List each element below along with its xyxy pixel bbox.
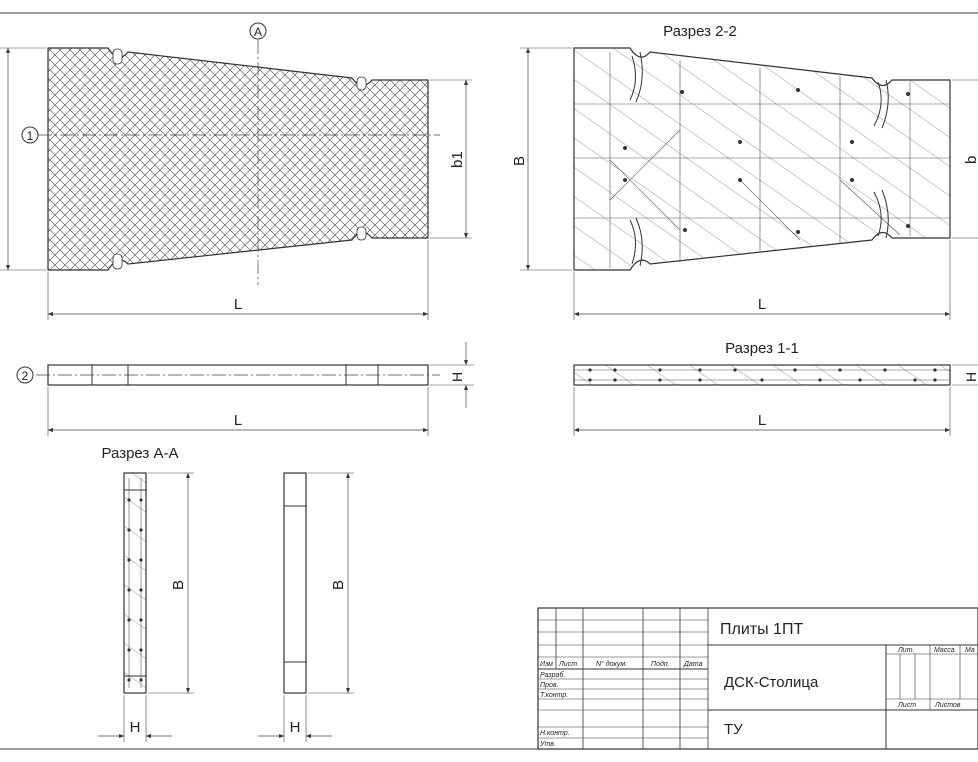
plan-slab [47, 47, 429, 271]
row-razrab: Разраб. [540, 671, 565, 679]
section-1-1-dim-height: H [963, 372, 978, 382]
section-1-1: Разрез 1-1 H L [573, 340, 978, 436]
header-col-docnum: N° докум. [596, 660, 627, 668]
section-a-a: Разрез А-А B H [98, 445, 194, 742]
section-1-1-title: Разрез 1-1 [725, 340, 799, 357]
section-2-2-dim-length: L [758, 296, 766, 313]
section-1-1-dim-length: L [758, 412, 766, 429]
row-nkontr: Н.контр. [540, 730, 570, 737]
row-tkontr: Т.контр. [540, 692, 568, 699]
sheet-label: Лист [897, 702, 916, 709]
end-view-dim-thickness: H [290, 719, 301, 736]
sheets-label: Листов [934, 702, 961, 709]
header-col-podp: Подп. [651, 660, 670, 668]
plan-view: A 1 b b1 L [0, 22, 472, 320]
side-dim-height: H [449, 372, 465, 382]
end-view-slab [283, 472, 307, 694]
header-col-data: Дата [683, 661, 703, 668]
header-col-izm: Изм [540, 661, 553, 668]
title-organization: ДСК-Столица [724, 674, 819, 691]
section-a-a-title: Разрез А-А [102, 445, 179, 462]
mass-label: Масса [934, 647, 955, 654]
title-standard: ТУ [724, 721, 743, 738]
section-a-a-dim-thickness: H [130, 719, 141, 736]
header-col-list: Лист [558, 661, 577, 668]
plan-dim-width: b [0, 154, 4, 162]
row-utv: Утв. [539, 741, 556, 748]
axis-1-label: 1 [27, 129, 34, 143]
plan-dim-length: L [234, 296, 242, 313]
scale-label: Ма [965, 647, 975, 654]
section-2-2: Разрез 2-2 [511, 23, 978, 320]
section-a-a-dim-width: B [170, 580, 187, 590]
title-name: Плиты 1ПТ [720, 621, 803, 638]
axis-a-label: A [254, 25, 262, 39]
section-2-2-slab [573, 47, 951, 271]
side-view: 2 H L [16, 342, 474, 436]
end-view-dim-width: B [330, 580, 347, 590]
section-a-a-slab [123, 472, 147, 694]
section-1-1-slab [573, 364, 951, 386]
row-prov: Пров. [540, 682, 559, 689]
section-2-2-dim-width: B [511, 156, 528, 166]
section-2-2-dim-right: b [963, 156, 978, 164]
end-view: B H [258, 472, 354, 742]
side-dim-length: L [234, 412, 242, 429]
lit-label: Лит. [897, 647, 914, 654]
title-block: Плиты 1ПТ ДСК-Столица ТУ Изм Лист N° док… [537, 607, 978, 750]
axis-2-label: 2 [22, 369, 29, 383]
section-2-2-title: Разрез 2-2 [663, 23, 737, 40]
plan-dim-b1: b1 [449, 151, 466, 168]
